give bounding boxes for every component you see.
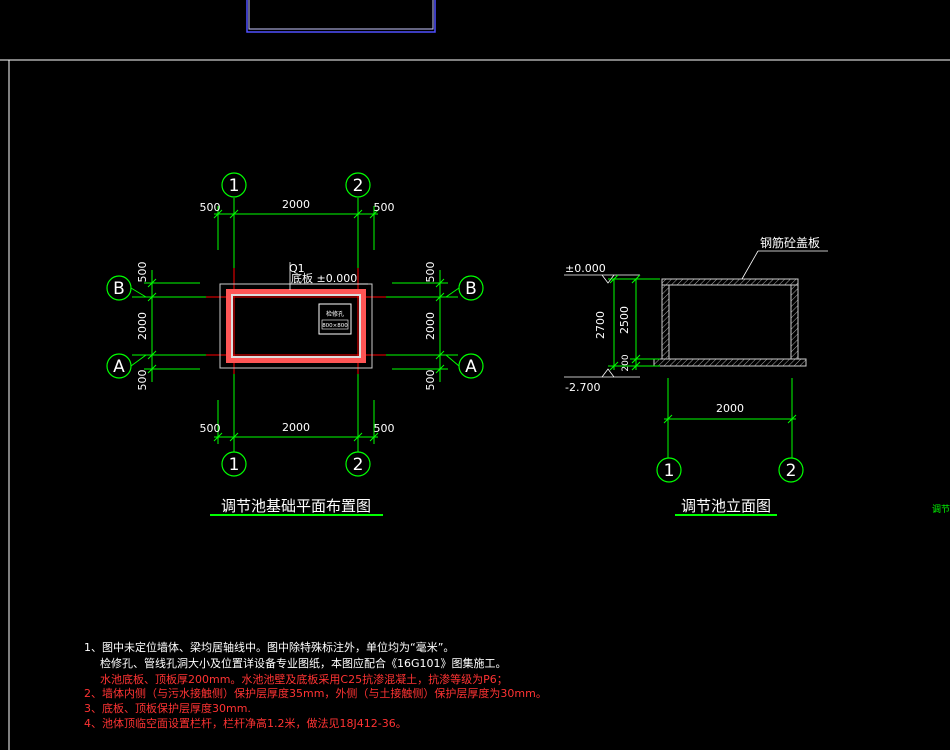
hatch-size-box: [321, 319, 349, 330]
elevation-axis-bubble-1[interactable]: 1: [656, 457, 682, 483]
plan-dim-top: [213, 206, 379, 250]
axis-label: A: [113, 357, 125, 377]
plan-axis-bubble-left-a[interactable]: A: [106, 353, 132, 379]
axis-label: 1: [229, 176, 240, 196]
note-line-4: 2、墙体内侧（与污水接触侧）保护层厚度35mm，外侧（与土接触侧）保护层厚度为3…: [84, 686, 547, 700]
cover-label: 钢筋砼盖板: [760, 235, 820, 250]
plan-dim-bottom-total: 2000: [282, 421, 310, 434]
level-bottom-label: -2.700: [565, 381, 600, 394]
elevation-dim-total: 2700: [594, 311, 607, 339]
note-line-2: 检修孔、管线孔洞大小及位置详设备专业图纸，本图应配合《16G101》图集施工。: [100, 656, 507, 670]
plan-dim-bottom: [213, 400, 379, 444]
plan-axis-bubble-right-a[interactable]: A: [458, 353, 484, 379]
plan-axis-bubble-top-1[interactable]: 1: [221, 172, 247, 198]
hatch-label: 检修孔: [326, 310, 344, 318]
hatch-size: 800×800: [322, 323, 348, 329]
axis-label: B: [465, 279, 477, 299]
axis-label: 1: [229, 455, 240, 475]
plan-axis-bubble-right-b[interactable]: B: [458, 275, 484, 301]
elevation-dim-slab: 200: [621, 354, 631, 371]
elevation-dim-width: 2000: [716, 402, 744, 415]
pool-wall-outer[interactable]: [226, 289, 366, 363]
elevation-wall-left[interactable]: [661, 284, 670, 360]
axis-label: 2: [353, 176, 364, 196]
cover-leader: [741, 250, 759, 280]
elevation-dim-horizontal: [663, 378, 797, 458]
offscreen-title-fragment: 调节: [932, 504, 950, 515]
elevation-cover-slab[interactable]: [661, 278, 799, 286]
note-line-5: 3、底板、顶板保护层厚度30mm.: [84, 701, 251, 715]
plan-dim-top-left: 500: [200, 201, 221, 214]
plan-bubble-connectors: [130, 287, 460, 367]
design-notes: 1、图中未定位墙体、梁均居轴线中。图中除特殊标注外，单位均为“毫米”。 检修孔、…: [84, 640, 547, 730]
plan-dim-top-total: 2000: [282, 198, 310, 211]
plan-view[interactable]: 检修孔 800×800 Q1 底板 ±0.000 2000 500 500 20…: [106, 172, 484, 516]
elevation-base-slab[interactable]: [653, 358, 807, 367]
axis-label: 2: [353, 455, 364, 475]
upper-viewport-frame-inner: [248, 0, 434, 30]
plan-dim-left-top: 500: [136, 262, 149, 283]
plan-axis-extensions: [132, 198, 458, 452]
note-line-1: 1、图中未定位墙体、梁均居轴线中。图中除特殊标注外，单位均为“毫米”。: [84, 640, 454, 654]
elevation-title: 调节池立面图: [681, 497, 771, 515]
plan-dim-top-right: 500: [374, 201, 395, 214]
plan-dim-left: [144, 270, 200, 382]
plan-dim-right-bottom: 500: [424, 370, 437, 391]
axis-label: B: [113, 279, 125, 299]
floor-level-label: 底板 ±0.000: [291, 271, 357, 285]
plan-axis-bubble-bottom-2[interactable]: 2: [345, 451, 371, 477]
level-top-symbol: [601, 274, 615, 284]
inspection-hatch[interactable]: [318, 303, 352, 335]
elevation-dim-vertical: [608, 274, 660, 371]
wall-mark-q1: Q1: [289, 262, 305, 275]
elevation-axis-bubble-2[interactable]: 2: [778, 457, 804, 483]
plan-axis-bubble-bottom-1[interactable]: 1: [221, 451, 247, 477]
elevation-wall-right[interactable]: [790, 284, 799, 360]
axis-label: 1: [664, 461, 675, 481]
axis-label: 2: [786, 461, 797, 481]
level-top-label: ±0.000: [565, 262, 606, 275]
plan-dim-right: [392, 270, 448, 382]
level-bottom-symbol: [601, 368, 615, 378]
plan-axis-bubble-left-b[interactable]: B: [106, 275, 132, 301]
plan-dim-bottom-right: 500: [374, 422, 395, 435]
axis-label: A: [465, 357, 477, 377]
note-line-6: 4、池体顶临空面设置栏杆，栏杆净高1.2米，做法见18J412-36。: [84, 716, 407, 730]
elevation-view[interactable]: 钢筋砼盖板 ±0.000 -2.700 2700 2500 200: [564, 235, 828, 516]
plan-dim-left-bottom: 500: [136, 370, 149, 391]
elevation-dim-wall: 2500: [618, 306, 631, 334]
plan-dim-right-top: 500: [424, 262, 437, 283]
plan-title: 调节池基础平面布置图: [221, 497, 371, 515]
plan-dim-bottom-left: 500: [200, 422, 221, 435]
plan-dim-left-total: 2000: [136, 312, 149, 340]
plan-dim-right-total: 2000: [424, 312, 437, 340]
pool-wall-inner: [231, 294, 361, 358]
note-line-3: 水池底板、顶板厚200mm。水池池壁及底板采用C25抗渗混凝土，抗渗等级为P6；: [100, 672, 508, 686]
upper-viewport-frame: [246, 0, 436, 33]
plan-axis-bubble-top-2[interactable]: 2: [345, 172, 371, 198]
